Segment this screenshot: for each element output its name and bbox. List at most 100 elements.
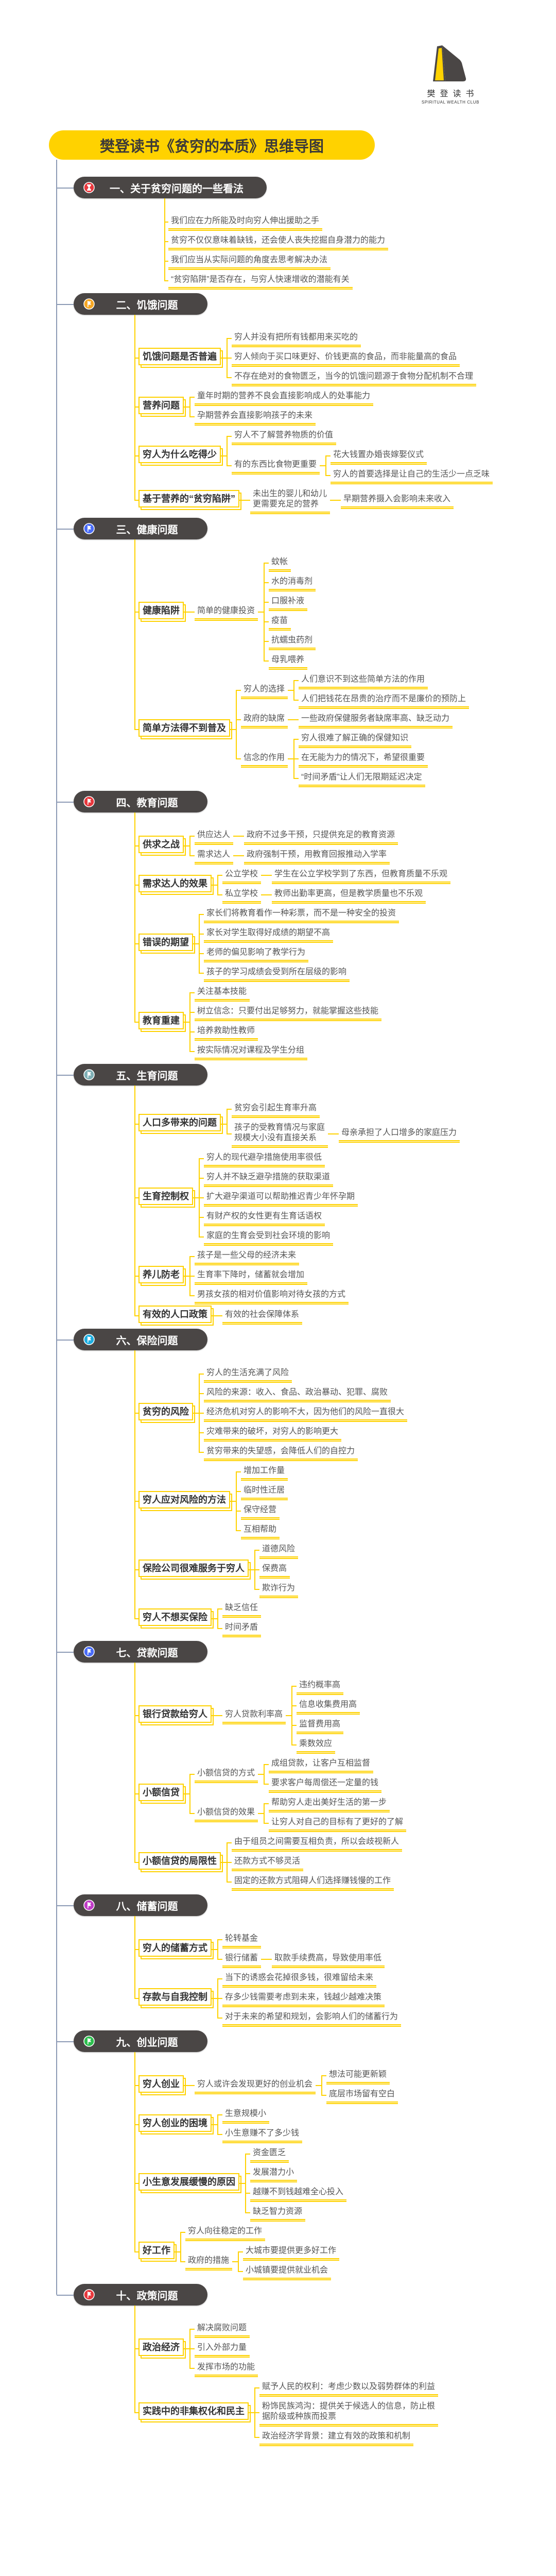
section-6: 六、保险问题贫穷的风险穷人的生活充满了风险风险的来源：收入、食品、政治暴动、犯罪…	[57, 1329, 556, 1641]
subtopic-node: 成组贷款，让客户互相监督	[264, 1754, 374, 1774]
topic-label: 私立学校	[222, 885, 262, 904]
branch-group: 穷人贷款利率高违约概率高信息收集费用高监督费用高乘数效应	[211, 1676, 360, 1754]
topic-label: 取款手续费高，导致使用率低	[272, 1950, 385, 1968]
subtopic-node: 老师的偏见影响了教学行为	[198, 943, 309, 963]
topic-label: 发展潜力小	[250, 2164, 298, 2182]
subtopic-node: 存多少钱需要考虑到未来，钱越少越难决策	[217, 1988, 385, 2008]
subtopic-node: 孕期营养会直接影响孩子的未来	[189, 406, 316, 426]
branch-group: 人们意识不到这些简单方法的作用人们把钱花在昂贵的治疗而不是廉价的预防上	[288, 670, 470, 709]
subtopic-node: 家长们将教育看作一种彩票，而不是一种安全的投资	[198, 904, 399, 924]
topic-box: 基于营养的“贫穷陷阱”	[138, 490, 239, 507]
topic-label: 轮转基金	[222, 1930, 262, 1948]
topic-label: 需求达人	[195, 846, 234, 865]
topic-label: 关注基本技能	[195, 983, 250, 1002]
subtopic-node: 孩子的学习成绩会受到所在层级的影响	[198, 963, 350, 982]
topic-label: 穷人并不缺乏避孕措施的获取渠道	[204, 1168, 334, 1187]
branch-group: 轮转基金银行储蓄取款手续费高，导致使用率低	[211, 1929, 385, 1969]
flag-icon	[83, 523, 95, 534]
topic-label: 男孩女孩的相对价值影响对待女孩的方式	[195, 1286, 349, 1304]
branch-group: 由于组员之间需要互相负责，所以会歧视新人还款方式不够灵活固定的还款方式阻碍人们选…	[220, 1833, 403, 1891]
subtopic-node: 帮助穷人走出美好生活的第一步	[264, 1793, 390, 1813]
subtopic-node: 穷人很难了解正确的保健知识	[293, 729, 412, 749]
branch-group: 成组贷款，让客户互相监督要求客户每周偿还一定量的钱	[258, 1754, 382, 1793]
branch-group: 穷人的生活充满了风险风险的来源：收入、食品、政治暴动、犯罪、腐败经济危机对穷人的…	[193, 1364, 408, 1462]
subtopic-node: 花大钱置办婚丧嫁娶仪式	[325, 446, 427, 465]
topic-label: 粉饰民族鸿沟：提供关于候选人的信息，防止根 据阶级或种族而投票	[259, 2398, 439, 2427]
branch-group: 穷人不了解营养物质的价值有的东西比食物更重要花大钱置办婚丧嫁娶仪式穷人的首要选择…	[220, 426, 493, 485]
topic-node: 我们应在力所能及时向穷人伸出援助之手	[164, 212, 323, 231]
topic-label: 水的消毒剂	[269, 573, 316, 591]
topic-box: 错误的期望	[138, 934, 193, 951]
section-header: 八、储蓄问题	[57, 1894, 207, 1916]
subtopic-node: 信念的作用穷人很难了解正确的保健知识在无能为力的情况下，希望很重要“时间矛盾”让…	[235, 729, 428, 788]
subtopic-node: 贫穷带来的失望感，会降低人们的自控力	[198, 1442, 358, 1462]
topic-label: 孩子的受教育情况与家庭 规模大小没有直接关系	[232, 1119, 328, 1148]
branch-group: 当下的诱惑会花掉很多钱，很难留给未来存多少钱需要考虑到未来，钱越少越难决策对于未…	[211, 1969, 402, 2027]
subtopic-node: 轮转基金	[217, 1929, 262, 1949]
topic-label: 保费高	[259, 1560, 290, 1579]
subtopic-node: 穷人不了解营养物质的价值	[226, 426, 337, 446]
topic-label: 欺诈行为	[259, 1580, 299, 1598]
topic-box: 教育重建	[138, 1012, 184, 1029]
topic-box: 有效的人口政策	[138, 1306, 212, 1323]
topic-label: 公立学校	[222, 866, 262, 884]
topic-label: 在无能为力的情况下，希望很重要	[299, 749, 428, 768]
branch-group: 穷人向往稳定的工作政府的措施大城市要提供更多好工作小城镇要提供就业机会	[174, 2222, 340, 2281]
subtopic-node: 临时性迁居	[235, 1481, 288, 1501]
subtopic-node: 由于组员之间需要互相负责，所以会歧视新人	[226, 1833, 403, 1852]
topic-label: 蚊帐	[269, 553, 291, 572]
branch-group: 早期营养摄入会影响未来收入	[330, 490, 454, 510]
topic-label: 还款方式不够灵活	[232, 1853, 304, 1871]
topic-label: 政府的缺席	[241, 710, 288, 728]
subtopic-node: 需求达人政府强制干预，用教育回报推动入学率	[189, 845, 390, 865]
topic-label: 穷人贷款利率高	[222, 1706, 286, 1724]
topic-label: 穷人并没有把所有钱都用来买吃的	[232, 329, 361, 347]
subtopic-node: 想法可能更新颖	[321, 2065, 390, 2085]
subtopic-node: 风险的来源：收入、食品、政治暴动、犯罪、腐败	[198, 1383, 391, 1403]
topic-label: 解决腐败问题	[195, 2319, 250, 2338]
topic-label: 小城镇要提供就业机会	[243, 2262, 332, 2280]
topic-label: 生意规模小	[222, 2105, 270, 2124]
subtopic-node: 培养救助性教师	[189, 1022, 258, 1041]
topic-label: 穷人很难了解正确的保健知识	[299, 730, 412, 748]
topic-label: 政府的措施	[185, 2252, 233, 2270]
topic-label: 资金匮乏	[250, 2144, 289, 2163]
subtopic-node: 解决腐败问题	[189, 2319, 250, 2338]
topic-label: 乘数效应	[297, 1735, 336, 1754]
branch-group: 花大钱置办婚丧嫁娶仪式穷人的首要选择是让自己的生活少一点乏味	[320, 446, 493, 485]
branch-group: 母亲承担了人口增多的家庭压力	[328, 1124, 460, 1143]
subtopic-node: 小额信贷的效果帮助穷人走出美好生活的第一步让穷人对自己的目标有了更好的了解	[189, 1793, 407, 1833]
topic-box: 养儿防老	[138, 1266, 184, 1283]
topic-node: 政治经济解决腐败问题引入外部力量发挥市场的功能	[134, 2319, 258, 2378]
subtopic-node: 家长对学生取得好成绩的期望不高	[198, 924, 334, 943]
flag-icon	[83, 298, 95, 310]
section-header: 二、饥饿问题	[57, 293, 207, 315]
subtopic-node: 越赚不到钱越难全心投入	[245, 2183, 347, 2202]
topic-box: 银行贷款给穷人	[138, 1705, 212, 1723]
section-title: 六、保险问题	[116, 1335, 178, 1347]
topic-box: 穷人创业	[138, 2075, 184, 2093]
topic-label: 母乳喂养	[269, 651, 308, 670]
topic-box: 生育控制权	[138, 1188, 193, 1205]
section-3: 三、健康问题健康陷阱简单的健康投资蚊帐水的消毒剂口服补液疫苗抗蠕虫药剂母乳喂养简…	[57, 518, 556, 791]
topic-label: 有财产权的女性更有生育话语权	[204, 1208, 325, 1226]
topic-box: 存款与自我控制	[138, 1988, 212, 2006]
section-8: 八、储蓄问题穷人的储蓄方式轮转基金银行储蓄取款手续费高，导致使用率低存款与自我控…	[57, 1894, 556, 2030]
subtopic-node: 对于未来的希望和规划，会影响人们的储蓄行为	[217, 2008, 402, 2027]
branch-group: 供应达人政府不过多干预，只提供充足的教育资源需求达人政府强制干预，用教育回报推动…	[183, 826, 398, 865]
subtopic-node: 政府强制干预，用教育回报推动入学率	[239, 845, 390, 865]
section-header: 十、政策问题	[57, 2284, 207, 2306]
branch-group: 增加工作量临时性迁居保守经营互相帮助	[230, 1462, 288, 1540]
branch-group: 穷人的选择人们意识不到这些简单方法的作用人们把钱花在昂贵的治疗而不是廉价的预防上…	[230, 670, 470, 788]
subtopic-node: 穷人的首要选择是让自己的生活少一点乏味	[325, 465, 493, 485]
subtopic-node: 政府的措施大城市要提供更多好工作小城镇要提供就业机会	[180, 2242, 340, 2281]
topic-label: 赋予人民的权利：考虑少数以及弱势群体的利益	[259, 2378, 439, 2397]
topic-box: 健康陷阱	[138, 602, 184, 619]
topic-label: 穷人不了解营养物质的价值	[232, 427, 337, 445]
topic-label: 成组贷款，让客户互相监督	[269, 1755, 374, 1773]
topic-box: 小生意发展缓慢的原因	[138, 2173, 239, 2191]
topic-label: 政府不过多干预，只提供充足的教育资源	[244, 826, 398, 845]
topic-label: 家长对学生取得好成绩的期望不高	[204, 924, 334, 943]
subtopic-node: 贫穷会引起生育率升高	[226, 1099, 320, 1118]
topic-label: 缺乏智力资源	[250, 2203, 306, 2222]
